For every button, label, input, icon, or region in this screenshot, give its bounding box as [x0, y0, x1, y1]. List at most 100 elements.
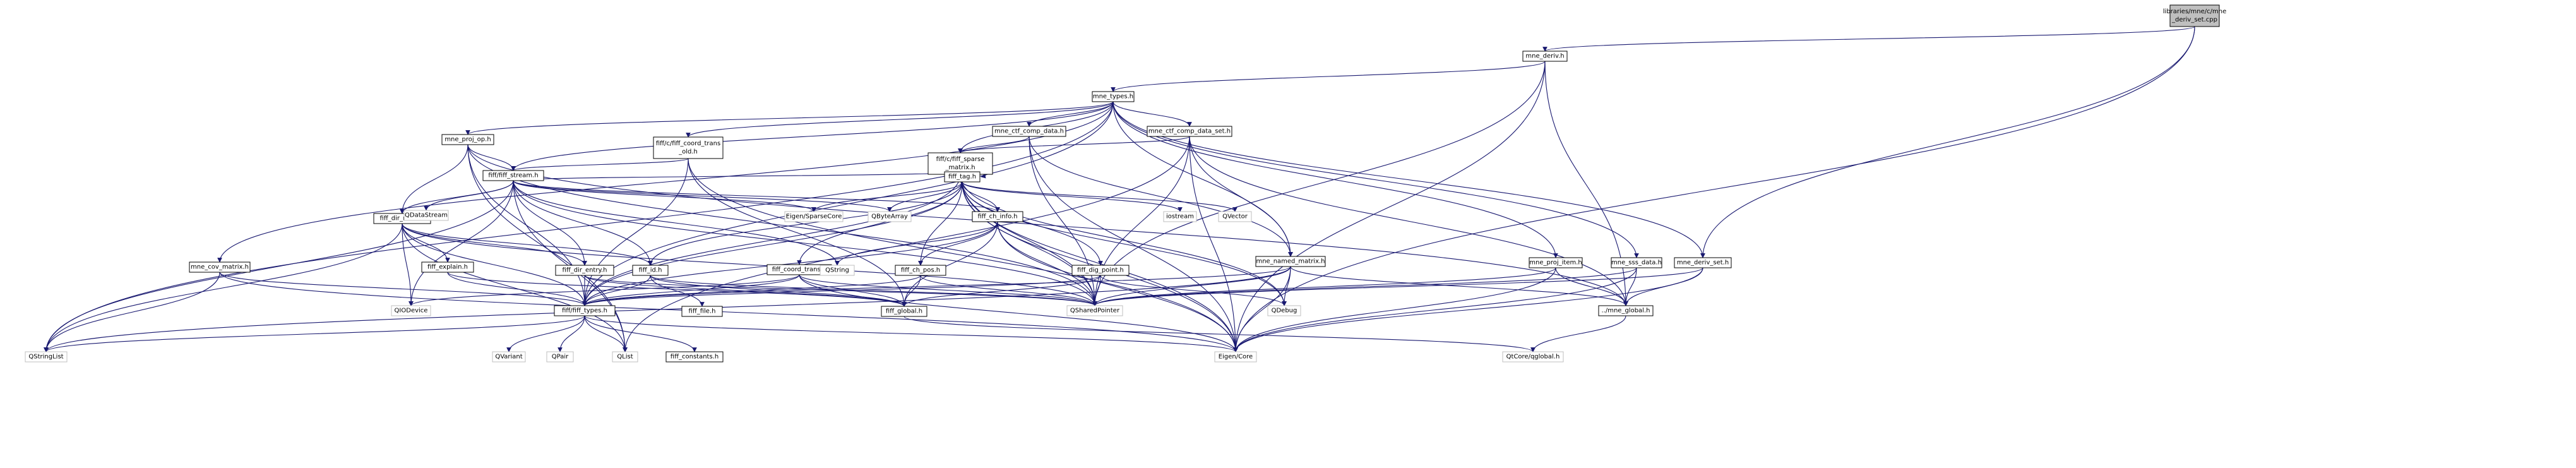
node-fiff_tag_h[interactable]: fiff_tag.h — [944, 171, 981, 183]
node-label: fiff/c/fiff_sparse — [936, 156, 985, 163]
node-label: fiff_dir_entry.h — [563, 267, 607, 274]
node-box — [665, 351, 724, 363]
edge-coord_trans_old-to-fiff_stream_h — [511, 158, 689, 171]
node-label: mne_deriv_set.h — [1677, 260, 1729, 267]
node-QVector: QVector — [1218, 211, 1252, 222]
node-box — [555, 265, 614, 276]
node-label: fiff_ch_pos.h — [901, 267, 940, 274]
edge-fiff_sparse_matrix_h-to-EigenCore — [960, 174, 1238, 352]
edge-fiff_tag_h-to-QVector — [962, 181, 1237, 212]
edge-mne_types_h-to-mne_ctf_comp_data_set_h — [1112, 101, 1192, 127]
edge-fiff_ch_pos_h-to-fiff_types_h — [582, 275, 921, 306]
node-box — [1529, 257, 1583, 268]
node-box — [482, 170, 544, 181]
node-box — [554, 305, 616, 316]
node-box — [1598, 305, 1654, 316]
edge-fiff_tag_h-to-fiff_dig_point_h — [962, 181, 1103, 266]
edge-fiff_coord_trans_h-to-fiff_types_h — [582, 274, 800, 306]
node-mne_ctf_comp_data_h[interactable]: mne_ctf_comp_data.h — [992, 126, 1066, 137]
edge-fiff_ch_info_h-to-fiff_ch_pos_h — [918, 221, 998, 266]
edge-mne_ctf_comp_data_set_h-to-mne_named_matrix_h — [1189, 136, 1293, 257]
edge-mne_named_matrix_h-to-mne_global_h — [1290, 266, 1628, 306]
edge-fiff_dir_node_h-to-fiff_dir_entry_h — [402, 223, 587, 266]
node-box — [492, 351, 526, 363]
node-label: fiff_dir_node.h — [380, 215, 425, 222]
node-fiff_dig_point_h[interactable]: fiff_dig_point.h — [1071, 265, 1130, 276]
node-label: mne_deriv.h — [1525, 53, 1564, 60]
node-mne_global_h[interactable]: ../mne_global.h — [1598, 305, 1654, 316]
edge-fiff_dir_node_h-to-fiff_explain_h — [402, 223, 450, 263]
node-box — [1163, 211, 1197, 222]
edge-mne_types_h-to-mne_named_matrix_h — [1112, 101, 1293, 257]
node-label: QByteArray — [871, 213, 908, 220]
node-label: fiff_dig_point.h — [1077, 267, 1124, 274]
node-fiff_file_h[interactable]: fiff_file.h — [681, 306, 723, 317]
node-mne_named_matrix_h[interactable]: mne_named_matrix.h — [1255, 256, 1326, 267]
edge-mne_proj_item_h-to-EigenCore — [1233, 267, 1556, 352]
node-EigenSparseCore: Eigen/SparseCore — [784, 211, 844, 222]
edge-fiff_stream_h-to-QDataStream — [424, 180, 514, 211]
node-mne_proj_item_h[interactable]: mne_proj_item.h — [1529, 257, 1583, 268]
edge-fiff_dig_point_h-to-fiff_global_h — [902, 275, 1101, 307]
node-root[interactable]: libraries/mne/c/mne_deriv_set.cpp — [2163, 4, 2226, 27]
node-mne_proj_op_h[interactable]: mne_proj_op.h — [441, 134, 494, 145]
edge-fiff_types_h-to-EigenCore — [584, 315, 1238, 352]
edge-fiff_tag_h-to-fiff_ch_pos_h — [918, 181, 963, 266]
edge-fiff_types_h-to-QStringList — [44, 315, 585, 352]
edge-mne_ctf_comp_data_set_h-to-EigenCore — [1189, 136, 1238, 352]
edge-fiff_stream_h-to-QIODevice — [408, 180, 514, 306]
node-label: QVariant — [495, 354, 522, 361]
node-fiff_dir_entry_h[interactable]: fiff_dir_entry.h — [555, 265, 614, 276]
node-mne_types_h[interactable]: mne_types.h — [1092, 91, 1135, 102]
edge-fiff_dig_point_h-to-fiff_types_h — [582, 275, 1101, 306]
node-fiff_constants_h[interactable]: fiff_constants.h — [665, 351, 724, 363]
edge-coord_trans_old-to-fiff_types_h — [582, 158, 689, 306]
edge-fiff_stream_h-to-fiff_dir_entry_h — [513, 180, 587, 266]
node-fiff_ch_info_h[interactable]: fiff_ch_info.h — [972, 211, 1023, 222]
edge-fiff_ch_info_h-to-QString — [835, 221, 998, 266]
node-mne_deriv_set_h[interactable]: mne_deriv_set.h — [1674, 257, 1732, 268]
node-mne_deriv_h[interactable]: mne_deriv.h — [1522, 51, 1568, 62]
node-label: fiff_id.h — [639, 267, 662, 274]
node-fiff_id_h[interactable]: fiff_id.h — [632, 265, 669, 276]
edge-fiff_id_h-to-QSharedPointer — [650, 275, 1097, 306]
edge-fiff_tag_h-to-QDebug — [962, 181, 1287, 306]
node-mne_cov_matrix_h[interactable]: mne_cov_matrix.h — [189, 261, 251, 273]
node-fiff_global_h[interactable]: fiff_global.h — [881, 306, 927, 317]
node-box — [1066, 305, 1123, 316]
edge-fiff_tag_h-to-fiff_types_h — [582, 181, 963, 306]
edge-fiff_dir_node_h-to-QIODevice — [402, 223, 414, 306]
edge-fiff_explain_h-to-fiff_global_h — [447, 272, 907, 307]
node-box — [681, 306, 723, 317]
node-iostream: iostream — [1163, 211, 1197, 222]
node-fiff_explain_h[interactable]: fiff_explain.h — [421, 261, 474, 273]
node-QStringList: QStringList — [25, 351, 68, 363]
node-mne_ctf_comp_data_set_h[interactable]: mne_ctf_comp_data_set.h — [1147, 126, 1232, 137]
node-box — [1092, 91, 1135, 102]
node-label: _old.h — [678, 148, 698, 155]
node-box — [546, 351, 574, 363]
edge-fiff_sparse_matrix_h-to-QDebug — [960, 174, 1287, 306]
node-box — [1218, 211, 1252, 222]
node-box — [868, 211, 912, 222]
node-fiff_sparse_matrix_h[interactable]: fiff/c/fiff_sparse_matrix.h — [927, 152, 993, 175]
node-fiff_types_h[interactable]: fiff/fiff_types.h — [554, 305, 616, 316]
node-fiff_stream_h[interactable]: fiff/fiff_stream.h — [482, 170, 544, 181]
node-box — [784, 211, 844, 222]
node-QList: QList — [612, 351, 638, 363]
edge-fiff_coord_trans_h-to-QIODevice — [408, 274, 800, 306]
node-mne_sss_data_h[interactable]: mne_sss_data.h — [1611, 257, 1662, 268]
node-label: mne_proj_op.h — [444, 136, 491, 143]
node-label: QString — [825, 267, 849, 274]
node-label: _matrix.h — [945, 164, 975, 171]
node-coord_trans_old[interactable]: fiff/c/fiff_coord_trans_old.h — [653, 136, 724, 159]
node-label: mne_named_matrix.h — [1256, 258, 1325, 265]
edge-mne_types_h-to-fiff_stream_h — [511, 101, 1114, 171]
edge-mne_types_h-to-QStringList — [44, 101, 1114, 352]
edge-fiff_explain_h-to-fiff_types_h — [447, 272, 587, 306]
node-fiff_ch_pos_h[interactable]: fiff_ch_pos.h — [895, 265, 946, 276]
edge-fiff_tag_h-to-fiff_ch_info_h — [962, 181, 1000, 212]
node-label: fiff_coord_trans.h — [772, 267, 826, 273]
node-QByteArray: QByteArray — [868, 211, 912, 222]
node-label: mne_cov_matrix.h — [191, 264, 249, 271]
